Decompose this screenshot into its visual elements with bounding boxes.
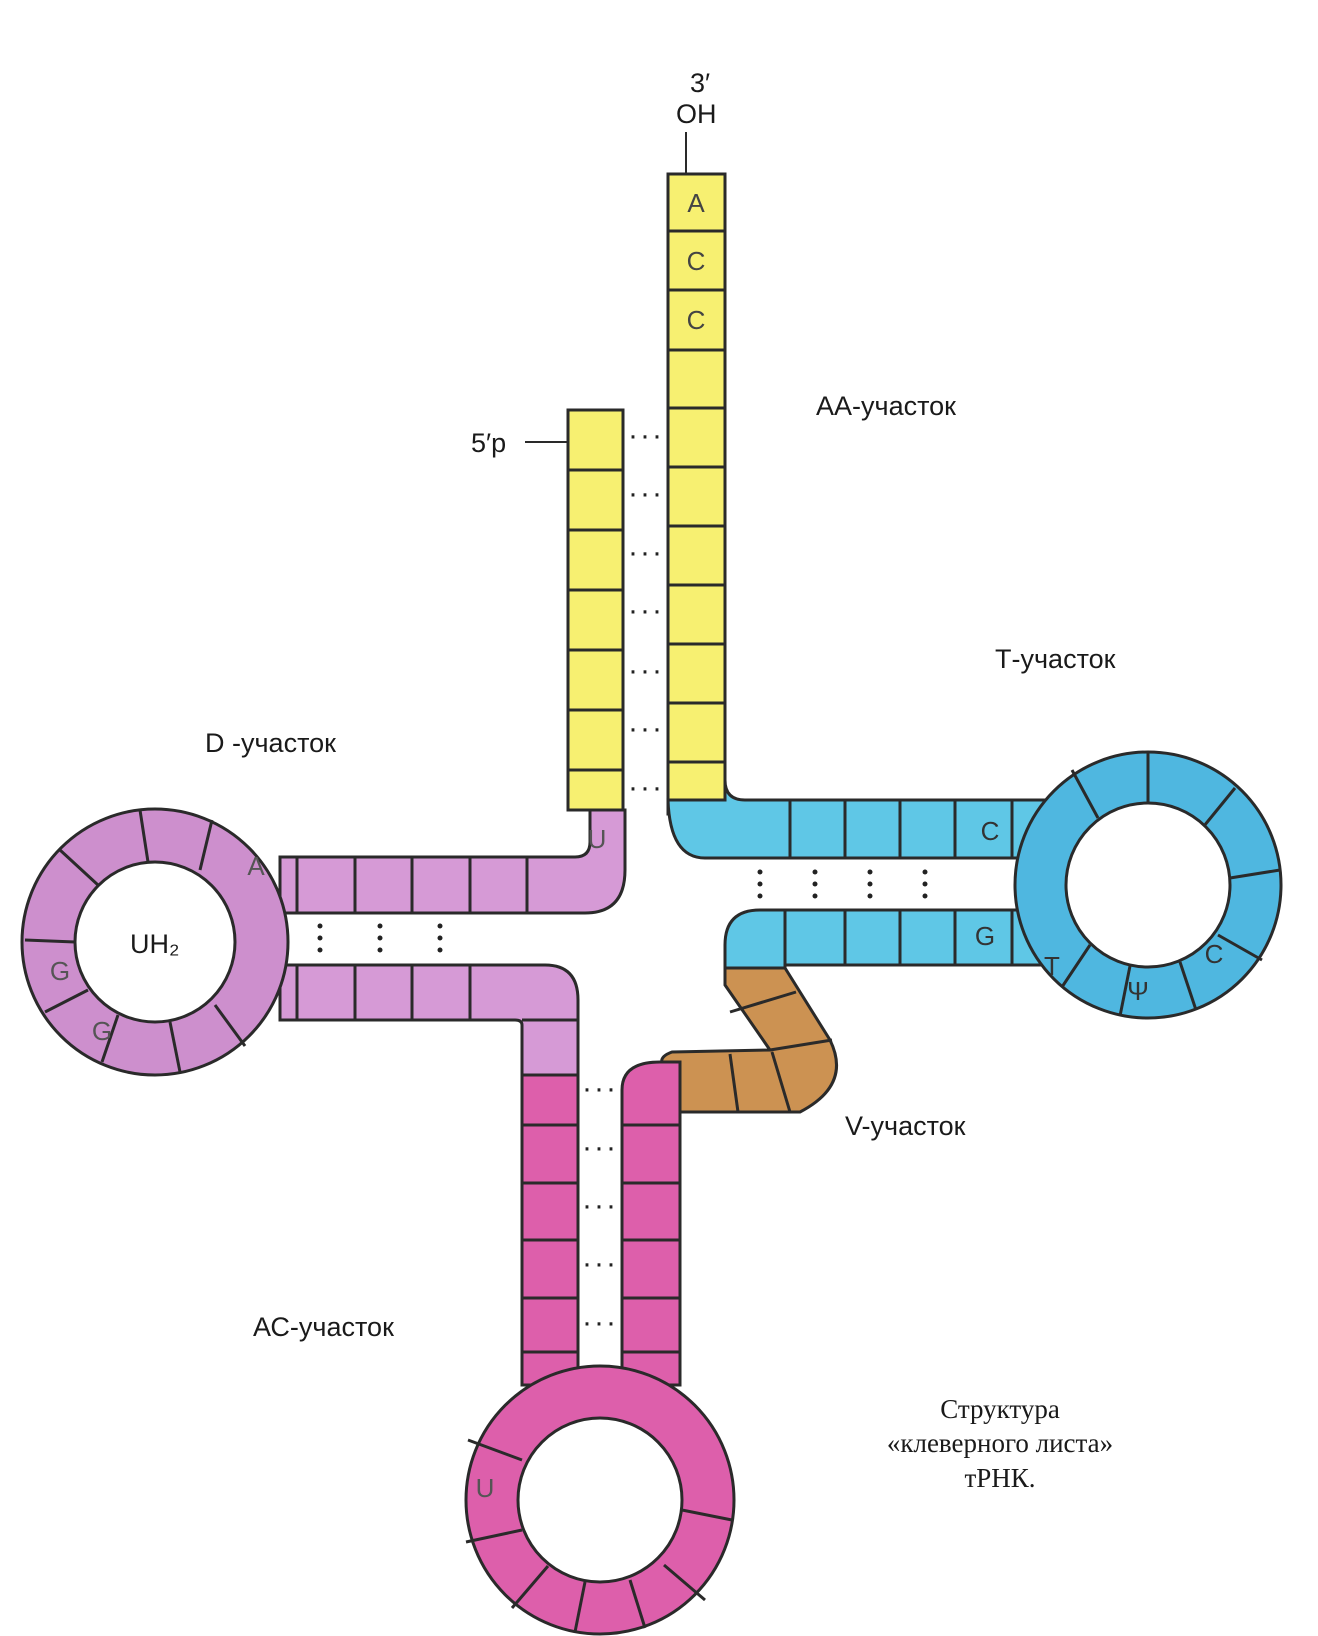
ac-loop	[464, 1364, 736, 1636]
d-region-label: D -участок	[205, 728, 336, 758]
ac-loop-u-nucleotide: U	[476, 1473, 495, 1503]
d-loop-g1-nucleotide: G	[50, 956, 70, 986]
acceptor-nucleotide-3: C	[687, 305, 706, 335]
d-arm-u-nucleotide: U	[588, 824, 607, 854]
t-lower-strand	[723, 908, 1047, 970]
svg-text:···: ···	[582, 1247, 618, 1280]
hydrogen-bonds: ··· ··· ··· ··· ··· ··· ··· ··· ··· ··· …	[317, 419, 928, 1339]
svg-text:···: ···	[628, 419, 664, 452]
t-loop-psi-nucleotide: Ψ	[1127, 976, 1149, 1006]
v-loop-body	[660, 966, 839, 1114]
anticodon-arm	[464, 1060, 736, 1636]
t-region-label: Т-участок	[995, 644, 1116, 674]
aa-region-label: АА-участок	[816, 391, 956, 421]
svg-text:···: ···	[628, 712, 664, 745]
caption-line-2: «клеверного листа»	[887, 1428, 1113, 1458]
acceptor-5prime-strand	[566, 408, 625, 812]
t-loop	[1013, 750, 1283, 1020]
acceptor-nucleotide-1: A	[687, 188, 705, 218]
ac-left-strand	[520, 1073, 580, 1387]
d-lower-strand	[278, 963, 580, 1082]
svg-text:···: ···	[628, 654, 664, 687]
svg-text:···: ···	[582, 1189, 618, 1222]
acceptor-3prime-strand	[666, 172, 727, 816]
three-prime-label: 3′	[690, 68, 710, 98]
acceptor-nucleotide-2: C	[687, 246, 706, 276]
t-loop-t-nucleotide: T	[1044, 951, 1060, 981]
d-upper-strand	[278, 808, 627, 915]
t-arm	[666, 750, 1283, 1020]
d-arm	[20, 807, 627, 1082]
d-arm-a-nucleotide: A	[247, 851, 265, 881]
caption: Структура «клеверного листа» тРНК.	[887, 1394, 1113, 1493]
d-stem-bonds	[317, 923, 443, 953]
variable-loop	[660, 966, 839, 1114]
svg-text:···: ···	[582, 1072, 618, 1105]
acceptor-bonds: ··· ··· ··· ··· ··· ··· ···	[628, 419, 664, 804]
t-stem-g-nucleotide: G	[975, 921, 995, 951]
svg-text:···: ···	[628, 594, 664, 627]
five-prime-label: 5′р	[471, 428, 506, 458]
svg-text:···: ···	[628, 477, 664, 510]
svg-text:···: ···	[628, 771, 664, 804]
ac-right-strand	[620, 1060, 682, 1387]
oh-label: OH	[676, 99, 717, 129]
caption-line-3: тРНК.	[964, 1463, 1035, 1493]
v-region-label: V-участок	[845, 1111, 966, 1141]
t-stem-c-nucleotide: C	[981, 816, 1000, 846]
acceptor-stem	[566, 172, 727, 816]
t-stem-bonds	[757, 869, 928, 899]
d-loop-center-label: UH₂	[130, 929, 179, 959]
ac-stem-bonds: ··· ··· ··· ··· ···	[582, 1072, 618, 1339]
caption-line-1: Структура	[940, 1394, 1060, 1424]
svg-text:···: ···	[582, 1131, 618, 1164]
t-loop-c-nucleotide: C	[1205, 939, 1224, 969]
ac-region-label: АС-участок	[253, 1312, 394, 1342]
svg-text:···: ···	[628, 536, 664, 569]
d-loop-g2-nucleotide: G	[92, 1016, 112, 1046]
nucleotide-letters: A C C U A G G C G T Ψ C U	[50, 188, 1224, 1503]
svg-text:···: ···	[582, 1306, 618, 1339]
